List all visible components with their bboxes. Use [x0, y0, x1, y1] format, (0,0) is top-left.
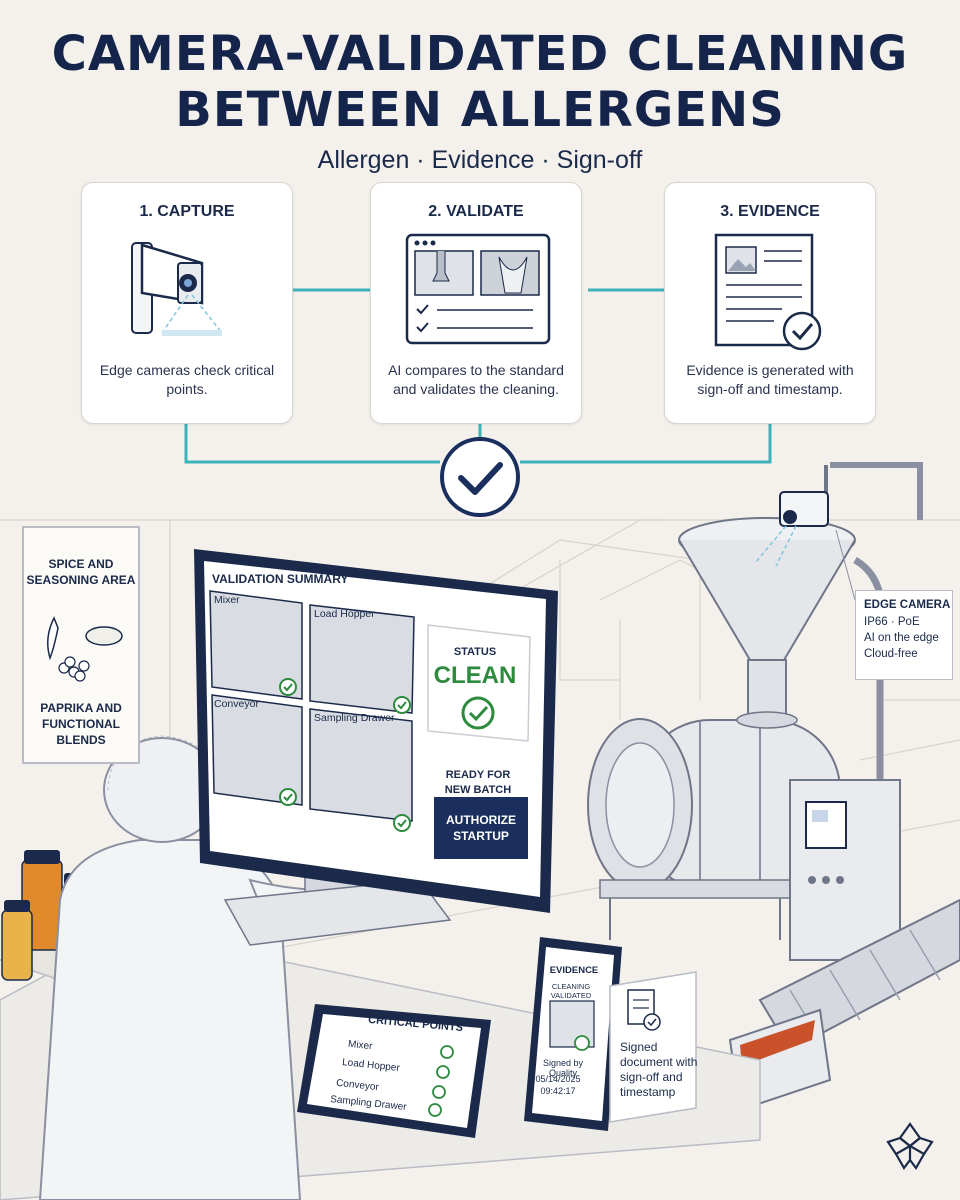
edge-camera-heading: EDGE CAMERA — [864, 599, 951, 611]
validation-screen-icon — [405, 233, 551, 345]
phone-title: EVIDENCE — [549, 965, 599, 976]
status-label: STATUS — [453, 646, 497, 658]
edge-camera-spec-1: IP66 · PoE — [864, 616, 920, 628]
edge-camera-illustration — [755, 465, 856, 601]
phone-time: 09:42:17 — [540, 1086, 576, 1096]
evidence-document-icon — [714, 233, 822, 351]
tile-label-conveyor: Conveyor — [214, 698, 259, 710]
load-hopper-illustration — [678, 462, 923, 800]
ready-for-batch-text: READY FOR NEW BATCH — [444, 769, 512, 796]
step-card-evidence: 3. EVIDENCE Evidence is generated with s… — [664, 182, 876, 424]
area-wall-poster: SPICE AND SEASONING AREA PAPRIKA AND FUN… — [22, 526, 140, 764]
poster-area-title: SPICE AND SEASONING AREA — [26, 557, 136, 587]
title-line-2: BETWEEN ALLERGENS — [175, 82, 785, 138]
page-subtitle: Allergen · Evidence · Sign-off — [317, 146, 643, 174]
center-check-icon — [440, 437, 520, 517]
brand-logo-icon — [886, 1122, 934, 1170]
tile-label-load-hopper: Load Hopper — [314, 608, 375, 620]
document-check-icon — [627, 989, 661, 1031]
authorize-startup-button[interactable]: AUTHORIZE STARTUP — [434, 797, 528, 859]
status-check-icon — [461, 696, 495, 730]
step-card-validate: 2. VALIDATE AI compares to the standard … — [370, 182, 582, 424]
edge-camera-spec-card: EDGE CAMERA IP66 · PoE AI on the edge Cl… — [855, 590, 953, 680]
edge-camera-spec-3: Cloud-free — [864, 648, 918, 660]
phone-date: 05/14/2025 — [535, 1074, 581, 1084]
validation-summary-title: VALIDATION SUMMARY — [212, 572, 349, 586]
critical-points-tablet — [297, 1004, 491, 1138]
validation-monitor — [194, 549, 558, 913]
phone-signed-by: Signed by Quality — [542, 1058, 584, 1078]
step-description: Evidence is generated with sign-off and … — [686, 362, 854, 397]
tile-label-sampling-drawer: Sampling Drawer — [314, 712, 395, 724]
camera-icon — [131, 242, 223, 336]
signed-document-card — [609, 971, 697, 1123]
step-title: 1. CAPTURE — [139, 203, 235, 220]
tile-label-mixer: Mixer — [214, 594, 240, 606]
spice-ingredients-icon — [47, 616, 123, 682]
page-title: CAMERA-VALIDATED CLEANING BETWEEN ALLERG… — [0, 26, 960, 138]
title-line-1: CAMERA-VALIDATED CLEANING — [51, 26, 909, 82]
step-card-capture: 1. CAPTURE Edge cameras check critical p… — [81, 182, 293, 424]
control-cabinet-illustration — [789, 779, 901, 961]
signed-document-caption: Signed document with sign-off and timest… — [620, 1040, 698, 1099]
step-description: AI compares to the standard and validate… — [388, 362, 564, 397]
status-value: CLEAN — [433, 662, 517, 689]
edge-camera-spec-2: AI on the edge — [864, 632, 939, 644]
evidence-phone — [524, 937, 622, 1131]
step-title: 2. VALIDATE — [428, 203, 524, 220]
phone-subtitle: CLEANING VALIDATED — [550, 982, 592, 1000]
poster-product-title: PAPRIKA AND FUNCTIONAL BLENDS — [40, 701, 122, 747]
step-title: 3. EVIDENCE — [720, 203, 820, 220]
step-description: Edge cameras check critical points. — [99, 362, 275, 397]
process-connector-lines — [184, 288, 772, 464]
